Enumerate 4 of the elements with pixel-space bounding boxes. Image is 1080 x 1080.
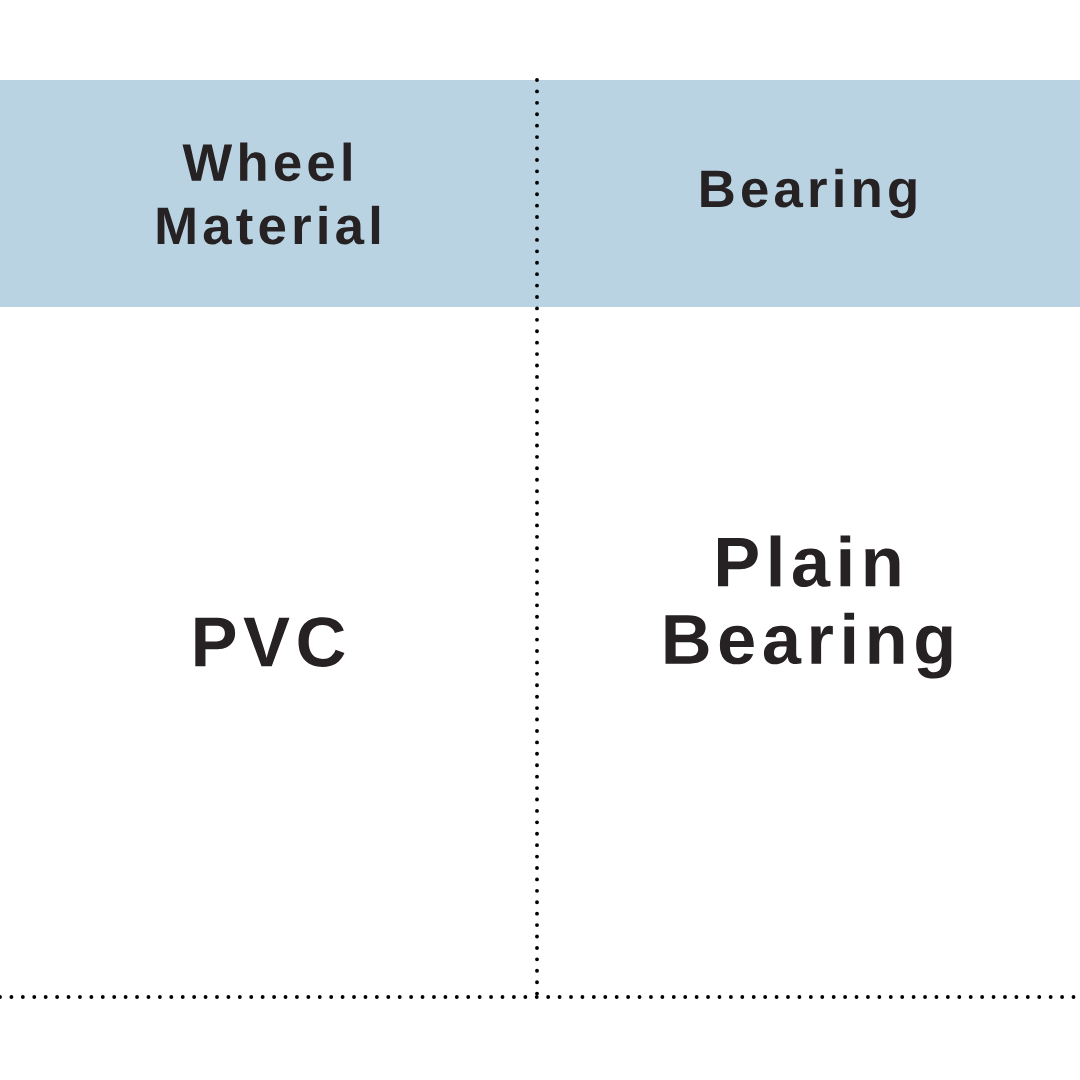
cell-text: Plain Bearing	[665, 535, 952, 679]
cell-text: PVC	[195, 617, 345, 667]
header-cell: Bearing	[537, 80, 1080, 307]
header-cell: Wheel Material	[0, 80, 537, 307]
